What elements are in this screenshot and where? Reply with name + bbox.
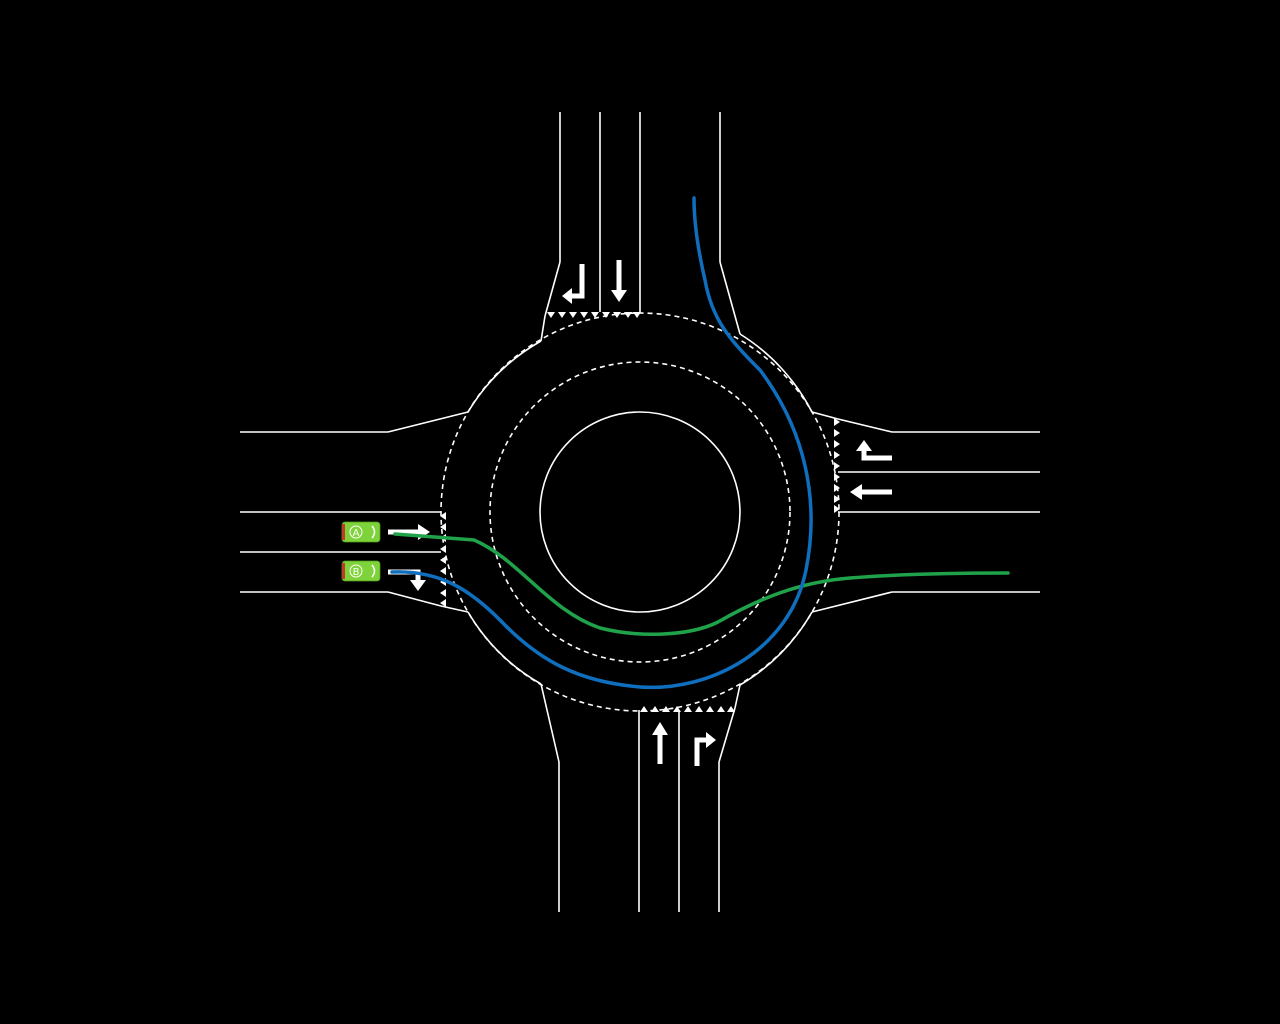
vehicle-b-path bbox=[390, 196, 813, 690]
central-island bbox=[539, 411, 741, 613]
straight-arrow-icon bbox=[611, 260, 627, 302]
vehicle-a-label: A bbox=[353, 528, 360, 539]
yield-line-west bbox=[440, 512, 446, 607]
outer-dashed-circle bbox=[440, 312, 840, 712]
vehicle-b-label: B bbox=[353, 567, 360, 578]
yield-line-south bbox=[640, 706, 735, 712]
straight-arrow-icon bbox=[850, 484, 892, 500]
north-road bbox=[540, 112, 741, 342]
turn-right-icon bbox=[856, 440, 892, 461]
vehicle-b: B bbox=[341, 560, 381, 582]
turn-right-icon bbox=[694, 732, 716, 766]
vehicle-a-path bbox=[393, 532, 1010, 636]
west-road bbox=[240, 411, 469, 613]
east-road bbox=[811, 411, 1040, 613]
vehicle-a: A bbox=[341, 521, 381, 543]
straight-arrow-icon bbox=[652, 722, 668, 764]
turn-right-icon bbox=[562, 264, 585, 304]
south-road bbox=[540, 683, 741, 912]
yield-line-north bbox=[547, 312, 641, 318]
yield-line-east bbox=[834, 418, 840, 513]
lane-divider-circle bbox=[489, 361, 791, 663]
